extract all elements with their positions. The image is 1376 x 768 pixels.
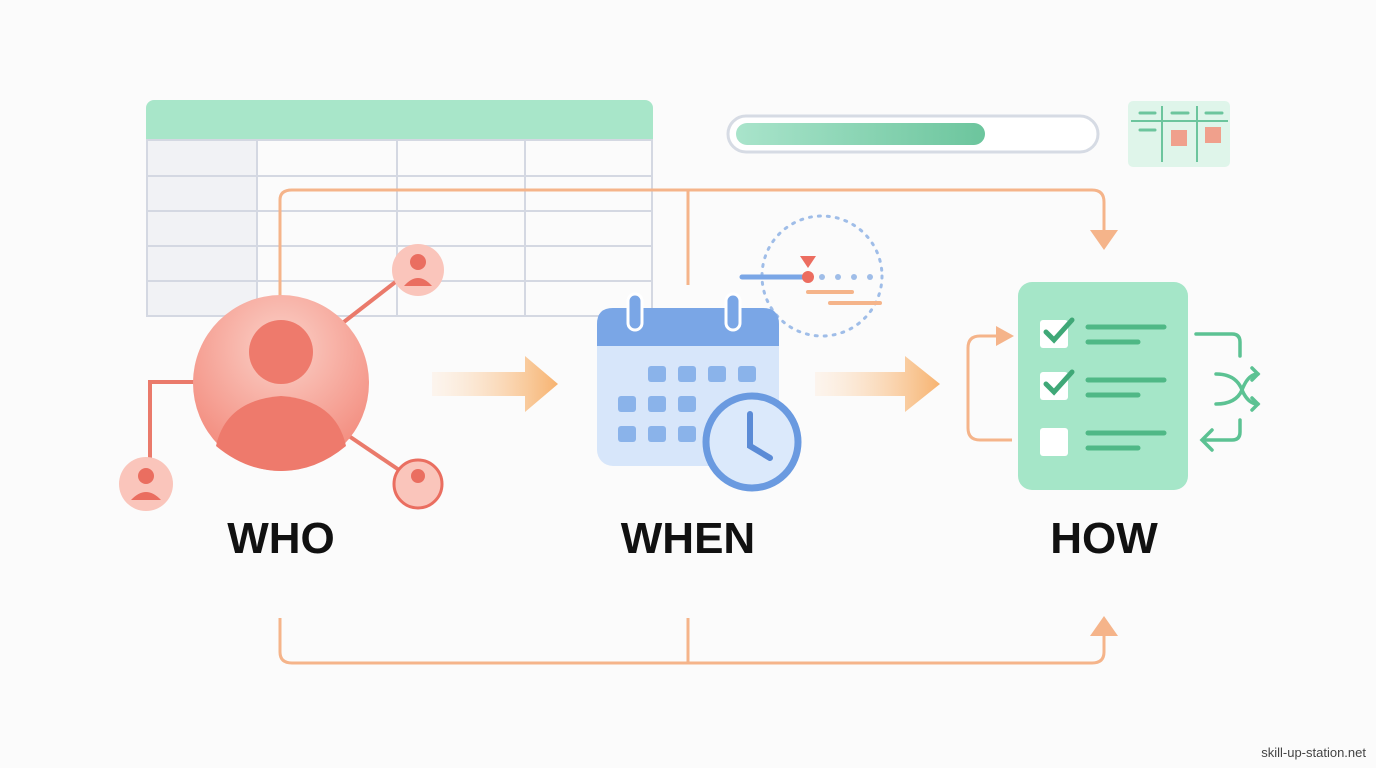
- arrow-right-icon: [996, 326, 1014, 346]
- kanban-board-icon: [1128, 101, 1230, 167]
- when-label: WHEN: [620, 514, 756, 563]
- progress-bar: [726, 114, 1100, 154]
- spreadsheet-graphic: [146, 100, 653, 317]
- calendar-clock-icon: [597, 292, 802, 492]
- flow-connectors: [278, 188, 1106, 665]
- progress-fill: [736, 123, 985, 145]
- checklist-icon: [1018, 282, 1188, 490]
- watermark: skill-up-station.net: [1261, 745, 1366, 760]
- arrow-right-icon: [815, 356, 940, 412]
- who-label: WHO: [227, 514, 335, 563]
- how-label: HOW: [1050, 514, 1158, 563]
- shuffle-cycle-icon: [1194, 332, 1261, 452]
- timeline-icon: [739, 214, 884, 338]
- who-people-network-icon: [119, 244, 444, 511]
- arrow-up-icon: [1090, 616, 1118, 636]
- arrow-right-icon: [432, 356, 558, 412]
- arrow-down-icon: [1090, 230, 1118, 250]
